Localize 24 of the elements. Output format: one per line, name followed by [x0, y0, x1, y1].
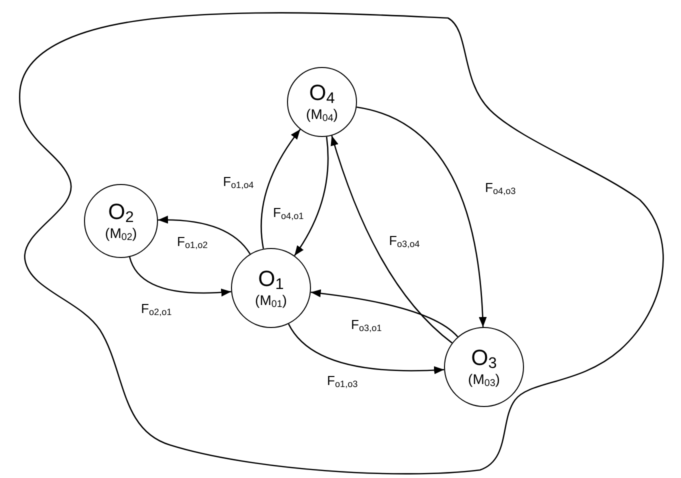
edge-label: F$_{o3,o4}$: [388, 233, 421, 248]
edge-label: F$_{o4,o3}$: [484, 180, 517, 195]
arrow: [158, 216, 251, 254]
node-title: O$_{4}$: [309, 81, 335, 105]
edge-label: F$_{o1,o3}$: [326, 373, 359, 388]
node-subtitle: (M$_{04}$): [306, 105, 338, 123]
node-title: O$_{2}$: [108, 200, 134, 224]
edge-label: F$_{o2,o1}$: [140, 301, 173, 316]
arrow: [260, 129, 301, 249]
edge-label: F$_{o3,o1}$: [350, 317, 383, 332]
edge-label: F$_{o1,o2}$: [176, 234, 209, 249]
arrow: [330, 135, 452, 344]
arrow: [294, 136, 329, 256]
node-title: O$_{3}$: [471, 346, 497, 370]
edge-label: F$_{o4,o1}$: [272, 205, 305, 220]
node-title: O$_{1}$: [258, 267, 284, 291]
node-subtitle: (M$_{03}$): [468, 370, 500, 388]
arrow: [129, 256, 232, 296]
arrow: [356, 106, 486, 328]
arrow: [310, 289, 458, 338]
node-subtitle: (M$_{02}$): [105, 224, 137, 242]
edge-label: F$_{o1,o4}$: [222, 174, 255, 189]
node-subtitle: (M$_{01}$): [255, 291, 287, 309]
arrow: [288, 324, 444, 374]
